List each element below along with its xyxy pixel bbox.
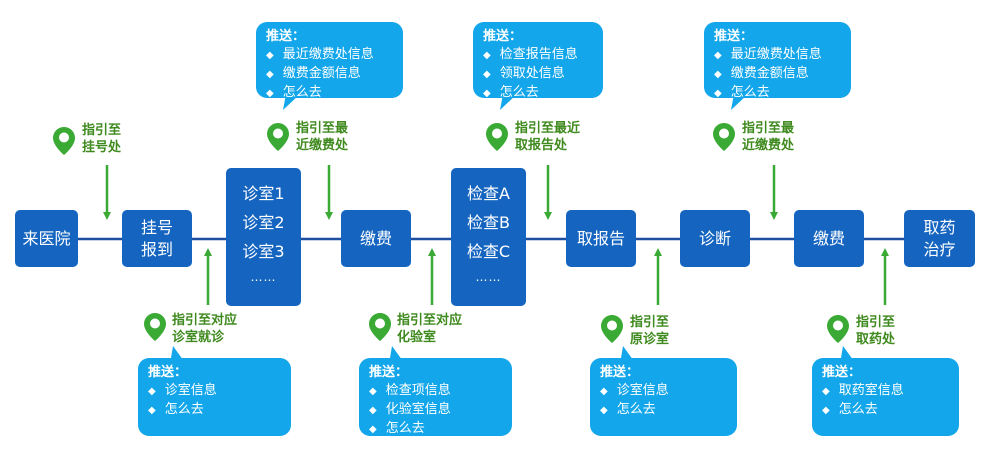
step-label: 治疗 bbox=[923, 239, 956, 259]
location-pin-icon bbox=[486, 123, 508, 151]
step-pay-1: 缴费 bbox=[341, 210, 411, 267]
guide-text-pay1: 指引至最 近缴费处 bbox=[296, 120, 348, 154]
step-register: 挂号 报到 bbox=[122, 210, 192, 267]
guide-line: 指引至 bbox=[82, 123, 122, 138]
push-bubble-report: 推送： 检查报告信息 领取处信息 怎么去 bbox=[473, 22, 603, 100]
step-label: 挂号 bbox=[140, 217, 173, 237]
step-medicine: 取药 治疗 bbox=[904, 210, 975, 267]
step-diagnosis: 诊断 bbox=[680, 210, 750, 267]
guide-text-origin: 指引至 原诊室 bbox=[630, 314, 669, 348]
guide-text-report: 指引至最近 取报告处 bbox=[515, 120, 580, 154]
guide-line: 指引至最 bbox=[296, 121, 349, 136]
bubble-item: 怎么去 bbox=[266, 84, 393, 103]
location-pin-icon bbox=[144, 313, 166, 341]
step-label: 取药 bbox=[923, 217, 956, 237]
push-bubble-clinic: 推送： 诊室信息 怎么去 bbox=[138, 358, 291, 436]
push-bubble-pay2: 推送： 最近缴费处信息 缴费金额信息 怎么去 bbox=[704, 22, 851, 100]
guide-line: 近缴费处 bbox=[742, 138, 795, 153]
bubble-item: 诊室信息 bbox=[600, 382, 727, 401]
push-bubble-lab: 推送： 检查项信息 化验室信息 怎么去 bbox=[359, 358, 512, 436]
bubble-item: 缴费金额信息 bbox=[714, 65, 841, 84]
guide-text-pay2: 指引至最 近缴费处 bbox=[742, 120, 794, 154]
step-label: 诊断 bbox=[698, 228, 731, 248]
guide-line: 指引至对应 bbox=[172, 313, 238, 328]
bubble-item: 最近缴费处信息 bbox=[714, 46, 841, 65]
guide-text-pharmacy: 指引至 取药处 bbox=[856, 314, 895, 348]
guide-text-lab: 指引至对应 化验室 bbox=[397, 312, 462, 346]
guide-line: 指引至最近 bbox=[515, 121, 581, 136]
bubble-heading: 推送： bbox=[822, 365, 862, 380]
step-label: 缴费 bbox=[812, 228, 845, 248]
location-pin-icon bbox=[369, 313, 391, 341]
bubble-item: 化验室信息 bbox=[369, 401, 502, 420]
guide-line: 指引至 bbox=[630, 315, 670, 330]
guide-line: 取报告处 bbox=[515, 138, 568, 153]
bubble-item: 怎么去 bbox=[369, 420, 502, 439]
location-pin-icon bbox=[601, 315, 623, 343]
step-label: 诊室1 bbox=[242, 184, 285, 203]
step-come-hospital: 来医院 bbox=[15, 210, 78, 267]
bubble-item: 检查项信息 bbox=[369, 382, 502, 401]
bubble-item: 怎么去 bbox=[822, 401, 949, 420]
location-pin-icon bbox=[713, 123, 735, 151]
guide-line: 诊室就诊 bbox=[172, 330, 225, 345]
step-label: 来医院 bbox=[22, 228, 71, 248]
guide-line: 近缴费处 bbox=[296, 138, 349, 153]
guide-line: 指引至最 bbox=[742, 121, 795, 136]
step-label: 缴费 bbox=[359, 228, 392, 248]
bubble-item: 怎么去 bbox=[600, 401, 727, 420]
guide-line: 指引至对应 bbox=[397, 313, 463, 328]
step-pay-2: 缴费 bbox=[794, 210, 864, 267]
step-label: 取报告 bbox=[576, 228, 625, 248]
guide-line: 取药处 bbox=[856, 332, 896, 347]
bubble-item: 怎么去 bbox=[148, 401, 281, 420]
guide-line: 挂号处 bbox=[82, 140, 122, 155]
step-label: 检查C bbox=[466, 242, 511, 261]
bubble-heading: 推送： bbox=[266, 29, 306, 44]
step-exam: 检查A 检查B 检查C …… bbox=[451, 168, 526, 306]
step-label: 检查A bbox=[467, 184, 510, 203]
step-label: 报到 bbox=[140, 239, 173, 259]
bubble-heading: 推送： bbox=[148, 365, 188, 380]
step-more: …… bbox=[250, 270, 277, 284]
guide-line: 化验室 bbox=[397, 330, 437, 345]
guide-line: 指引至 bbox=[856, 315, 896, 330]
guide-text-clinic: 指引至对应 诊室就诊 bbox=[172, 312, 237, 346]
guide-text-register: 指引至 挂号处 bbox=[82, 122, 121, 156]
step-more: …… bbox=[475, 270, 502, 284]
step-label: 诊室3 bbox=[242, 242, 285, 261]
location-pin-icon bbox=[827, 315, 849, 343]
guide-line: 原诊室 bbox=[630, 332, 670, 347]
bubble-item: 怎么去 bbox=[483, 84, 593, 103]
bubble-item: 取药室信息 bbox=[822, 382, 949, 401]
bubble-heading: 推送： bbox=[369, 365, 409, 380]
step-label: 检查B bbox=[467, 213, 510, 232]
step-clinic: 诊室1 诊室2 诊室3 …… bbox=[226, 168, 301, 306]
bubble-item: 检查报告信息 bbox=[483, 46, 593, 65]
location-pin-icon bbox=[53, 127, 75, 155]
step-label: 诊室2 bbox=[242, 213, 285, 232]
push-bubble-pharmacy: 推送： 取药室信息 怎么去 bbox=[812, 358, 959, 436]
location-pin-icon bbox=[267, 123, 289, 151]
bubble-item: 最近缴费处信息 bbox=[266, 46, 393, 65]
step-get-report: 取报告 bbox=[566, 210, 636, 267]
push-bubble-origin: 推送： 诊室信息 怎么去 bbox=[590, 358, 737, 436]
bubble-item: 缴费金额信息 bbox=[266, 65, 393, 84]
bubble-heading: 推送： bbox=[714, 29, 754, 44]
bubble-heading: 推送： bbox=[600, 365, 640, 380]
push-bubble-pay1: 推送： 最近缴费处信息 缴费金额信息 怎么去 bbox=[256, 22, 403, 100]
bubble-item: 领取处信息 bbox=[483, 65, 593, 84]
bubble-item: 怎么去 bbox=[714, 84, 841, 103]
bubble-heading: 推送： bbox=[483, 29, 523, 44]
bubble-item: 诊室信息 bbox=[148, 382, 281, 401]
